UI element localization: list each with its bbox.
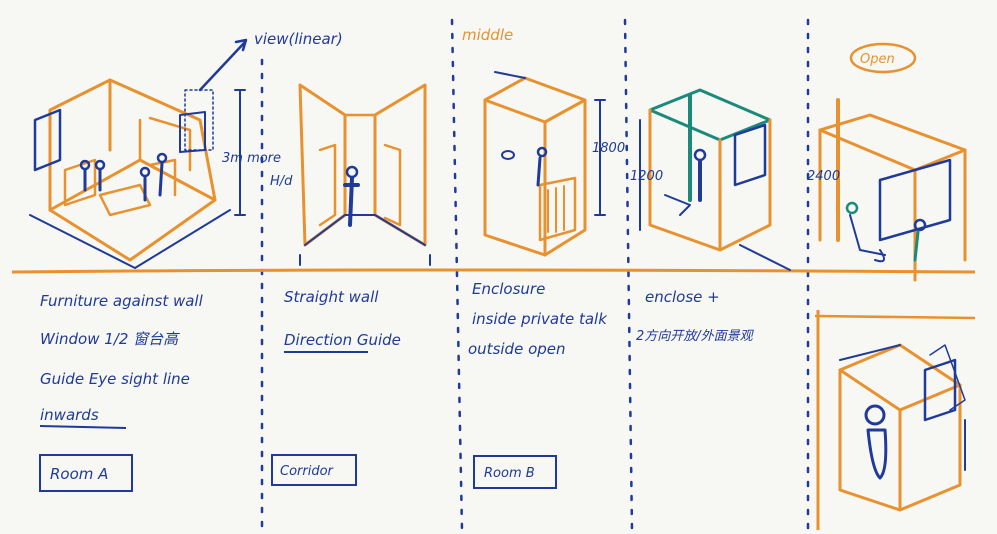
dim-1800: 1800	[592, 141, 625, 156]
dim-h-over-d: H/d	[270, 174, 293, 189]
view-linear-header: view(linear)	[254, 30, 343, 48]
corridor-note-2: Direction Guide	[284, 331, 401, 349]
dim-2400: 2400	[807, 169, 840, 184]
open-header: Open	[860, 52, 895, 67]
corridor-note-1: Straight wall	[284, 288, 379, 306]
open-lower-sketch	[838, 343, 966, 512]
room-b-note-1: Enclosure	[472, 280, 545, 298]
room-a-note-2: Window 1/2 窗台高	[40, 330, 180, 348]
corridor-label: Corridor	[280, 464, 335, 479]
room-a-sketch	[29, 38, 248, 269]
baseline	[11, 268, 976, 274]
room-a-note-4: inwards	[40, 406, 99, 424]
room-a-note-3: Guide Eye sight line	[40, 370, 190, 388]
room-b-note-2: inside private talk	[472, 310, 608, 328]
room-a-notes: Furniture against wall Window 1/2 窗台高 Gu…	[39, 292, 204, 429]
middle-header: middle	[462, 26, 513, 44]
room-a-note-1: Furniture against wall	[40, 292, 204, 310]
col4-sketch	[639, 88, 791, 271]
room-b-sketch	[483, 71, 606, 257]
room-b-label: Room B	[484, 466, 535, 481]
room-a-label-box	[39, 454, 133, 492]
corridor-label-box	[271, 454, 357, 486]
dim-1200: 1200	[630, 169, 663, 184]
corridor-sketch	[298, 83, 431, 266]
room-a-label: Room A	[50, 465, 108, 483]
column-dividers	[260, 18, 810, 532]
col4-note-1: enclose +	[645, 288, 720, 306]
col4-note-2: 2方向开放/外面景观	[636, 329, 755, 344]
dim-3m-more: 3m more	[222, 151, 281, 166]
room-b-note-3: outside open	[468, 340, 566, 358]
right-separator	[814, 314, 976, 320]
underline	[39, 425, 127, 429]
open-sketch	[818, 42, 967, 282]
room-b-label-box	[473, 455, 557, 489]
